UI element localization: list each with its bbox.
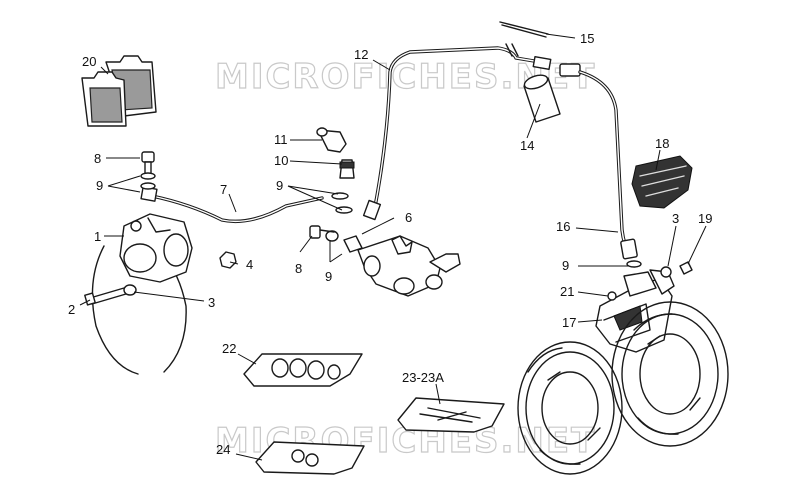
callout-9-center: 9 [276, 178, 283, 193]
callout-20: 20 [82, 54, 96, 69]
callout-7: 7 [220, 182, 227, 197]
sleeve-part [523, 74, 561, 123]
brake-pipe-part [362, 43, 581, 221]
bleed-cap-part [316, 127, 347, 153]
front-right-disc-a-part [517, 341, 623, 475]
callout-2: 2 [68, 302, 75, 317]
washer-right-c-part [660, 266, 672, 278]
callout-16: 16 [556, 219, 570, 234]
washer-center-b-part [335, 206, 353, 214]
seal-kit-bag-part [243, 353, 363, 387]
callout-14: 14 [520, 138, 534, 153]
callout-9-bottom: 9 [325, 269, 332, 284]
callout-8-center: 8 [295, 261, 302, 276]
washer-center-a-part [331, 192, 349, 200]
callout-18: 18 [655, 136, 669, 151]
callout-9-left: 9 [96, 178, 103, 193]
callout-21: 21 [560, 284, 574, 299]
left-hose-part [140, 186, 324, 224]
callout-11: 11 [274, 132, 288, 147]
callout-3-right: 3 [672, 211, 679, 226]
callout-17: 17 [562, 315, 576, 330]
callout-10: 10 [274, 153, 288, 168]
callout-23-23a: 23-23A [402, 370, 444, 385]
callout-9-right: 9 [562, 258, 569, 273]
washer-right-b-part [626, 260, 642, 268]
caliper-boot-part [631, 155, 693, 209]
brake-pads-part [81, 55, 157, 127]
small-parts-kit-bag-part [255, 441, 365, 475]
washer-center-c-part [325, 230, 339, 242]
callout-4: 4 [246, 257, 253, 272]
banjo-bolt-left-part [140, 151, 156, 190]
callout-8-left: 8 [94, 151, 101, 166]
nut-part [219, 251, 237, 269]
front-right-disc-b-part [611, 301, 729, 447]
bolt-part [84, 287, 127, 306]
brake-hose-part [578, 70, 638, 260]
washer-right-a-part [607, 291, 617, 301]
callout-24: 24 [216, 442, 230, 457]
callout-22: 22 [222, 341, 236, 356]
left-caliper-part [119, 213, 193, 283]
callout-15: 15 [580, 31, 594, 46]
screw-right-part [679, 261, 693, 275]
callout-3-left: 3 [208, 295, 215, 310]
master-cylinder-part [343, 235, 461, 297]
pin-part [499, 21, 549, 38]
bleed-valve-part [339, 159, 355, 179]
callout-12: 12 [354, 47, 368, 62]
right-caliper-part [595, 269, 675, 353]
banjo-bolt-center-part [309, 225, 335, 239]
leader-lines [79, 33, 707, 461]
callout-19: 19 [698, 211, 712, 226]
callout-6: 6 [405, 210, 412, 225]
washer-left-part [123, 284, 137, 296]
repair-kit-bag-part [397, 397, 505, 433]
callout-1: 1 [94, 229, 101, 244]
